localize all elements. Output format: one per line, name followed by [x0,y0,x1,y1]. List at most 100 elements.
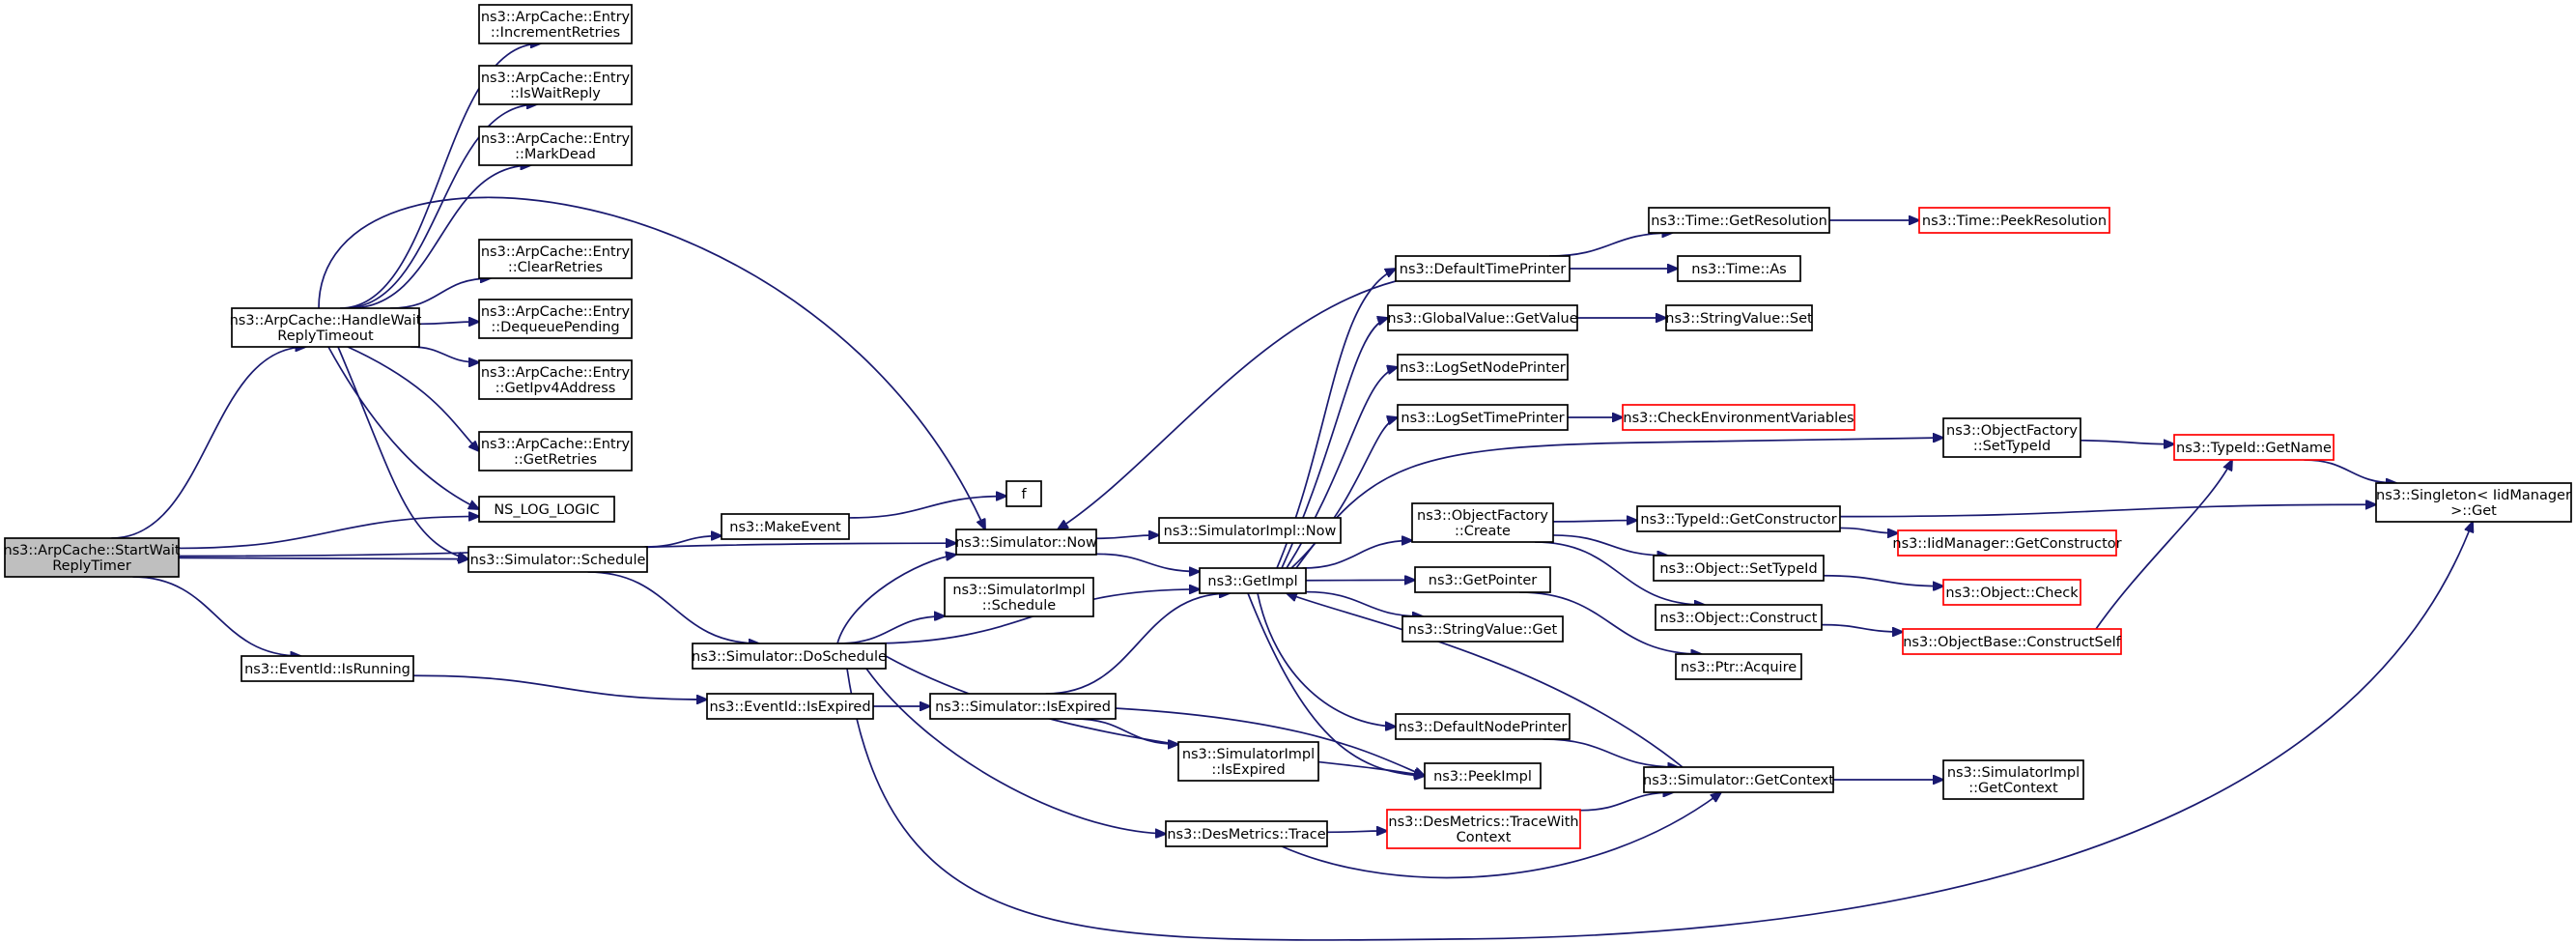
node-box[interactable] [478,431,633,472]
node-box[interactable] [1414,566,1551,593]
node-box[interactable] [1897,529,2117,557]
node-box[interactable] [1648,207,1830,234]
node-checkenv[interactable]: ns3::CheckEnvironmentVariables [1622,404,1855,431]
node-box[interactable] [1622,404,1855,431]
node-getpointer[interactable]: ns3::GetPointer [1414,566,1551,593]
node-box[interactable] [1942,579,2081,606]
node-getimpl[interactable]: ns3::GetImpl [1199,567,1307,594]
node-globalval[interactable]: ns3::GlobalValue::GetValue [1387,304,1578,331]
node-strvalset[interactable]: ns3::StringValue::Set [1665,304,1813,331]
node-box[interactable] [955,529,1097,556]
node-ptracq[interactable]: ns3::Ptr::Acquire [1675,653,1802,680]
node-objfcreate[interactable]: ns3::ObjectFactory::Create [1411,502,1554,543]
node-eventexp[interactable]: ns3::EventId::IsExpired [706,693,874,720]
node-typeidgetname[interactable]: ns3::TypeId::GetName [2173,434,2335,461]
node-box[interactable] [1942,417,2081,458]
node-box[interactable] [478,496,615,523]
node-box[interactable] [2173,434,2335,461]
node-objcheck[interactable]: ns3::Object::Check [1942,579,2081,606]
node-box[interactable] [478,4,633,44]
node-dosched[interactable]: ns3::Simulator::DoSchedule [692,643,887,670]
node-box[interactable] [478,65,633,105]
node-box[interactable] [1636,505,1841,532]
node-box[interactable] [1199,567,1307,594]
node-box[interactable] [478,299,633,339]
node-sched[interactable]: ns3::Simulator::Schedule [467,546,648,573]
node-box[interactable] [692,643,887,670]
node-box[interactable] [1401,615,1564,643]
node-getipv4[interactable]: ns3::ArpCache::Entry::GetIpv4Address [478,359,633,400]
node-iswait[interactable]: ns3::ArpCache::Entry::IsWaitReply [478,65,633,105]
node-timeas[interactable]: ns3::Time::As [1677,255,1801,282]
node-simexp[interactable]: ns3::Simulator::IsExpired [929,693,1117,720]
node-eventrun[interactable]: ns3::EventId::IsRunning [241,655,414,682]
node-objbaseconstruct[interactable]: ns3::ObjectBase::ConstructSelf [1902,628,2122,655]
node-box[interactable] [1902,628,2122,655]
node-incr[interactable]: ns3::ArpCache::Entry::IncrementRetries [478,4,633,44]
node-box[interactable] [4,537,180,578]
node-logtime[interactable]: ns3::LogSetTimePrinter [1397,404,1569,431]
node-peekimpl[interactable]: ns3::PeekImpl [1424,762,1542,789]
node-box[interactable] [241,655,414,682]
node-box[interactable] [1397,354,1569,381]
node-box[interactable] [1165,820,1328,847]
node-box[interactable] [478,239,633,279]
node-box[interactable] [1177,741,1319,782]
node-timeres[interactable]: ns3::Time::GetResolution [1648,207,1830,234]
node-box[interactable] [2375,482,2572,523]
node-simimplsched[interactable]: ns3::SimulatorImpl::Schedule [944,577,1094,617]
node-box[interactable] [231,307,420,348]
node-box[interactable] [1677,255,1801,282]
node-objconstruct[interactable]: ns3::Object::Construct [1655,604,1823,631]
node-markdead[interactable]: ns3::ArpCache::Entry::MarkDead [478,126,633,166]
node-box[interactable] [1918,207,2110,234]
node-box[interactable] [1942,759,2084,800]
node-clearret[interactable]: ns3::ArpCache::Entry::ClearRetries [478,239,633,279]
node-now[interactable]: ns3::Simulator::Now [955,529,1097,556]
node-typeidgetctor[interactable]: ns3::TypeId::GetConstructor [1636,505,1841,532]
node-box[interactable] [1005,480,1042,507]
node-box[interactable] [1395,713,1571,740]
node-singleton[interactable]: ns3::Singleton< IidManager >::Get [2375,482,2572,523]
node-box[interactable] [1411,502,1554,543]
node-box[interactable] [1655,604,1823,631]
node-box[interactable] [1158,517,1342,544]
node-box[interactable] [721,513,850,540]
node-box[interactable] [944,577,1094,617]
node-deftime[interactable]: ns3::DefaultTimePrinter [1395,255,1571,282]
node-peekres[interactable]: ns3::Time::PeekResolution [1918,207,2110,234]
node-simimplexp[interactable]: ns3::SimulatorImpl::IsExpired [1177,741,1319,782]
node-makeevent[interactable]: ns3::MakeEvent [721,513,850,540]
node-f[interactable]: f [1005,480,1042,507]
node-box[interactable] [1675,653,1802,680]
node-objsettype[interactable]: ns3::Object::SetTypeId [1653,555,1825,582]
node-box[interactable] [1653,555,1825,582]
node-box[interactable] [1387,304,1578,331]
node-iidgetctor[interactable]: ns3::IidManager::GetConstructor [1892,529,2122,557]
node-box[interactable] [1386,809,1581,849]
node-dequeue[interactable]: ns3::ArpCache::Entry::DequeuePending [478,299,633,339]
node-simimplnow[interactable]: ns3::SimulatorImpl::Now [1158,517,1342,544]
node-desmetrics[interactable]: ns3::DesMetrics::Trace [1165,820,1328,847]
node-box[interactable] [1665,304,1813,331]
node-simimplctx[interactable]: ns3::SimulatorImpl::GetContext [1942,759,2084,800]
node-box[interactable] [478,359,633,400]
node-getret[interactable]: ns3::ArpCache::Entry::GetRetries [478,431,633,472]
node-strvalget[interactable]: ns3::StringValue::Get [1401,615,1564,643]
node-box[interactable] [1397,404,1569,431]
node-box[interactable] [478,126,633,166]
node-nslog[interactable]: NS_LOG_LOGIC [478,496,615,523]
node-box[interactable] [1424,762,1542,789]
node-defnode[interactable]: ns3::DefaultNodePrinter [1395,713,1571,740]
node-objfsettype[interactable]: ns3::ObjectFactory::SetTypeId [1942,417,2081,458]
node-simgetctx[interactable]: ns3::Simulator::GetContext [1643,766,1834,793]
node-box[interactable] [929,693,1117,720]
node-box[interactable] [1643,766,1834,793]
node-box[interactable] [706,693,874,720]
node-box[interactable] [1395,255,1571,282]
node-box[interactable] [467,546,648,573]
node-lognode[interactable]: ns3::LogSetNodePrinter [1397,354,1569,381]
